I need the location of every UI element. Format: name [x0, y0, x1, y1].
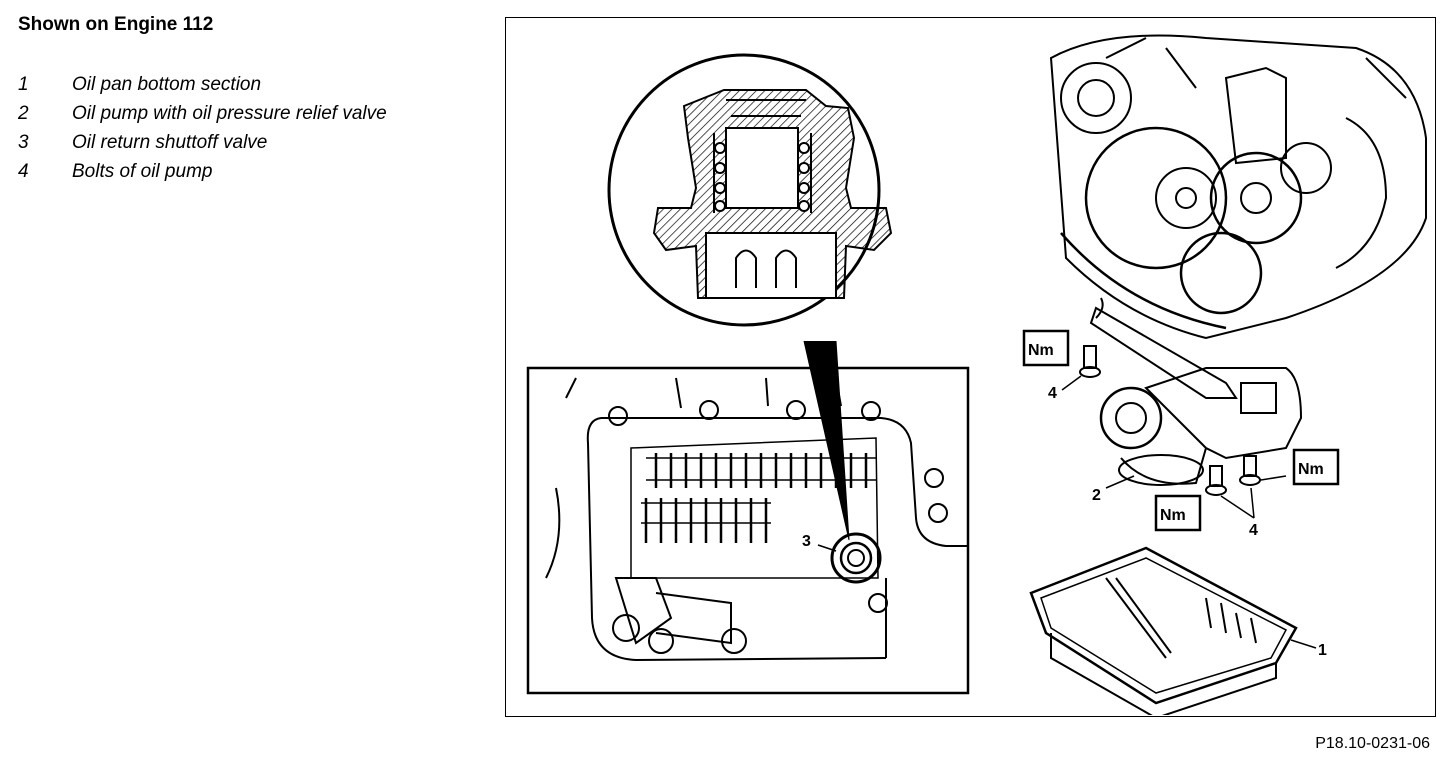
pump-bolt: [1079, 345, 1261, 496]
callout-leaders: [1061, 375, 1317, 649]
legend-number: 4: [18, 160, 29, 182]
legend-text: Oil pump with oil pressure relief valve: [72, 102, 387, 124]
oil-pan-inset: [526, 366, 970, 695]
callout-4: 4: [1048, 385, 1057, 402]
figure-reference: P18.10-0231-06: [1315, 735, 1430, 752]
callout-4: 4: [1249, 522, 1258, 539]
oil-pan-bottom: [1029, 546, 1298, 715]
legend-item: 2 Oil pump with oil pressure relief valv…: [18, 99, 387, 128]
pan-bolt-row: [608, 400, 948, 613]
page-title: Shown on Engine 112: [18, 14, 214, 35]
return-shutoff-valve: [830, 532, 882, 584]
legend-item: 1 Oil pan bottom section: [18, 70, 387, 99]
baffle-fins: [644, 453, 868, 543]
legend-text: Oil return shuttoff valve: [72, 131, 268, 153]
callout-2: 2: [1092, 487, 1101, 504]
torque-box: [1022, 329, 1340, 532]
legend-text: Oil pan bottom section: [72, 73, 262, 95]
callout-1: 1: [1318, 642, 1327, 659]
legend-item: 3 Oil return shuttoff valve: [18, 128, 387, 157]
legend-item: 4 Bolts of oil pump: [18, 157, 387, 186]
engine-front-view: [1049, 34, 1427, 340]
valve-detail-magnifier: [607, 53, 893, 327]
legend-list: 1 Oil pan bottom section 2 Oil pump with…: [18, 70, 387, 186]
torque-label: Nm: [1028, 342, 1054, 359]
legend-text: Bolts of oil pump: [72, 160, 213, 182]
legend-number: 2: [18, 102, 29, 124]
torque-label: Nm: [1160, 507, 1186, 524]
technical-illustration: 3: [505, 17, 1436, 717]
detail-leader-line: [803, 340, 850, 541]
oil-pump-assembly: [1079, 297, 1303, 496]
torque-label: Nm: [1298, 461, 1324, 478]
legend-number: 3: [18, 131, 29, 153]
callout-3: 3: [802, 533, 811, 550]
legend-number: 1: [18, 73, 29, 95]
